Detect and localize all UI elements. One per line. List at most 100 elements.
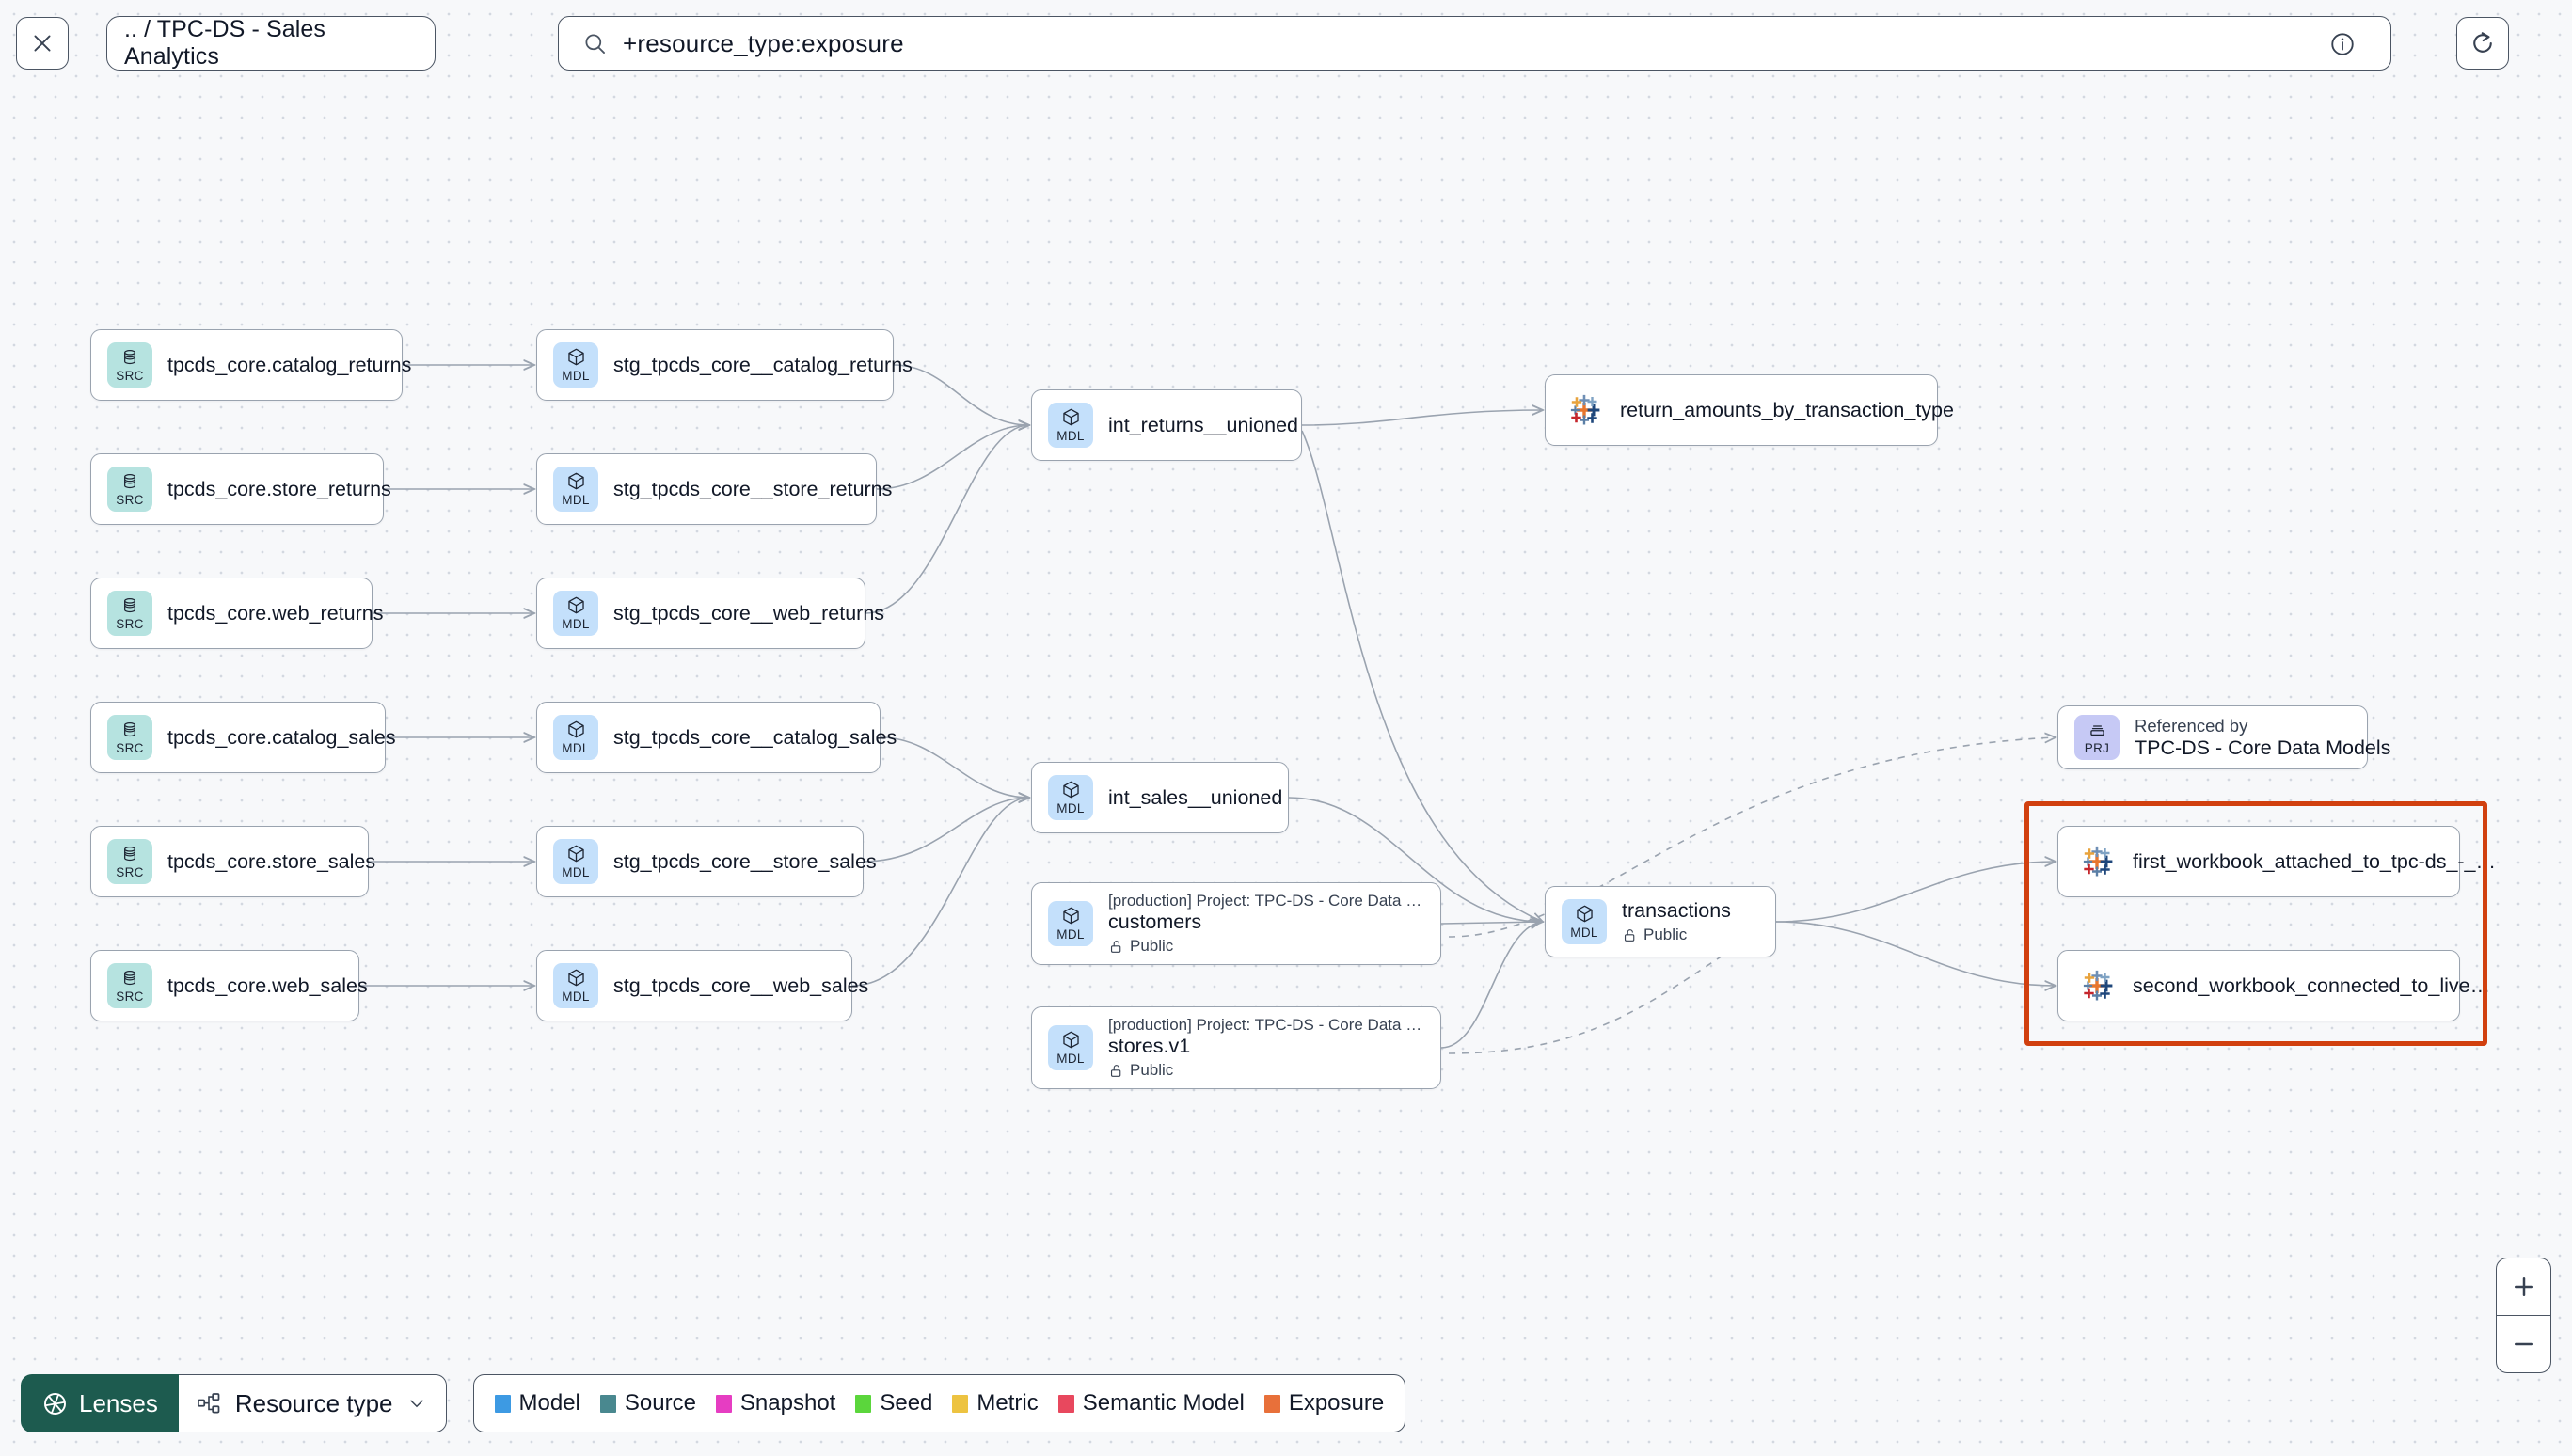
graph-node-return_amounts[interactable]: return_amounts_by_transaction_type bbox=[1545, 374, 1954, 446]
node-type-badge-mdl: MDL bbox=[1562, 899, 1607, 944]
node-labels: tpcds_core.web_sales bbox=[167, 974, 368, 998]
graph-node-stg_catalog_sales[interactable]: MDL stg_tpcds_core__catalog_sales bbox=[536, 702, 897, 773]
graph-node-stg_store_sales[interactable]: MDL stg_tpcds_core__store_sales bbox=[536, 826, 877, 897]
node-type-badge-text: MDL bbox=[562, 616, 590, 631]
node-labels: stg_tpcds_core__catalog_returns bbox=[613, 354, 913, 377]
graph-node-stg_store_returns[interactable]: MDL stg_tpcds_core__store_returns bbox=[536, 453, 893, 525]
refresh-icon bbox=[2473, 32, 2492, 53]
legend-swatch bbox=[494, 1394, 511, 1413]
legend-item-seed[interactable]: Seed bbox=[855, 1390, 932, 1416]
legend-item-model[interactable]: Model bbox=[494, 1390, 580, 1416]
node-access-label: Public bbox=[1643, 926, 1688, 943]
node-title: tpcds_core.catalog_sales bbox=[167, 725, 396, 749]
graph-node-src_catalog_returns[interactable]: SRC tpcds_core.catalog_returns bbox=[90, 329, 411, 401]
model-icon bbox=[1061, 408, 1081, 427]
legend-item-snapshot[interactable]: Snapshot bbox=[715, 1390, 835, 1416]
close-button[interactable] bbox=[16, 17, 69, 70]
node-type-badge-text: MDL bbox=[1056, 428, 1085, 443]
close-icon bbox=[34, 35, 51, 52]
node-type-badge-mdl: MDL bbox=[553, 715, 598, 760]
node-title: TPC-DS - Core Data Models bbox=[2135, 736, 2391, 759]
resource-type-dropdown[interactable]: Resource type bbox=[178, 1374, 447, 1432]
model-icon bbox=[1575, 905, 1595, 924]
graph-node-int_returns_unioned[interactable]: MDL int_returns__unioned bbox=[1031, 389, 1302, 461]
chevron-down-icon bbox=[409, 1400, 423, 1408]
graph-node-stg_web_returns[interactable]: MDL stg_tpcds_core__web_returns bbox=[536, 578, 884, 649]
graph-node-stg_catalog_returns[interactable]: MDL stg_tpcds_core__catalog_returns bbox=[536, 329, 913, 401]
node-type-badge-text: MDL bbox=[562, 368, 590, 383]
model-icon bbox=[1061, 1031, 1081, 1050]
node-title: stg_tpcds_core__store_sales bbox=[613, 849, 877, 873]
search-input[interactable]: +resource_type:exposure bbox=[623, 28, 904, 57]
source-icon bbox=[120, 472, 139, 491]
node-title: stg_tpcds_core__store_returns bbox=[613, 477, 893, 500]
graph-node-transactions[interactable]: MDL transactions Public bbox=[1545, 886, 1776, 957]
legend-item-semantic-model[interactable]: Semantic Model bbox=[1057, 1390, 1245, 1416]
legend-label: Exposure bbox=[1288, 1390, 1385, 1416]
node-type-badge-text: MDL bbox=[1056, 926, 1085, 942]
breadcrumb[interactable]: .. / TPC-DS - Sales Analytics bbox=[106, 16, 436, 71]
model-icon bbox=[1061, 907, 1081, 926]
node-type-badge-src: SRC bbox=[107, 839, 152, 884]
node-labels: tpcds_core.catalog_sales bbox=[167, 725, 396, 750]
node-type-badge-text: SRC bbox=[116, 492, 144, 507]
node-type-badge-text: SRC bbox=[116, 368, 144, 383]
info-button[interactable] bbox=[2328, 17, 2357, 71]
lenses-button[interactable]: Lenses bbox=[21, 1374, 179, 1432]
zoom-out-button[interactable] bbox=[2497, 1316, 2550, 1372]
node-labels: tpcds_core.catalog_returns bbox=[167, 354, 411, 377]
model-icon bbox=[566, 472, 586, 491]
graph-node-first_workbook[interactable]: first_workbook_attached_to_tpc-ds_-_… bbox=[2057, 826, 2496, 897]
model-icon bbox=[566, 348, 586, 367]
node-type-badge-mdl: MDL bbox=[1048, 403, 1093, 448]
graph-node-src_catalog_sales[interactable]: SRC tpcds_core.catalog_sales bbox=[90, 702, 396, 773]
zoom-in-button[interactable] bbox=[2497, 1258, 2550, 1316]
node-type-badge-text: PRJ bbox=[2084, 740, 2110, 755]
node-type-badge-mdl: MDL bbox=[1048, 775, 1093, 820]
graph-node-src_web_sales[interactable]: SRC tpcds_core.web_sales bbox=[90, 950, 368, 1021]
graph-node-stg_web_sales[interactable]: MDL stg_tpcds_core__web_sales bbox=[536, 950, 868, 1021]
tableau-exposure-icon bbox=[1570, 394, 1600, 425]
node-access-label: Public bbox=[1130, 1061, 1174, 1079]
graph-node-src_store_returns[interactable]: SRC tpcds_core.store_returns bbox=[90, 453, 391, 525]
graph-node-int_sales_unioned[interactable]: MDL int_sales__unioned bbox=[1031, 762, 1289, 833]
node-access-badge: Public bbox=[1108, 937, 1427, 956]
node-labels: int_returns__unioned bbox=[1108, 414, 1301, 437]
node-type-badge-mdl: MDL bbox=[553, 839, 598, 884]
graph-node-stores_v1[interactable]: MDL [production] Project: TPC-DS - Core … bbox=[1031, 1006, 1441, 1089]
refresh-button[interactable] bbox=[2456, 17, 2509, 70]
node-title: tpcds_core.web_returns bbox=[167, 601, 384, 625]
node-access-label: Public bbox=[1130, 937, 1174, 955]
lenses-control-group: Lenses Resource type bbox=[21, 1374, 447, 1432]
legend-item-source[interactable]: Source bbox=[599, 1390, 696, 1416]
source-icon bbox=[120, 969, 139, 988]
source-icon bbox=[120, 348, 139, 367]
node-labels: tpcds_core.store_returns bbox=[167, 478, 391, 501]
node-type-badge-text: SRC bbox=[116, 740, 144, 755]
legend-swatch bbox=[715, 1394, 732, 1413]
node-type-badge-text: MDL bbox=[1056, 800, 1085, 815]
legend-swatch bbox=[952, 1394, 969, 1413]
search-bar[interactable]: +resource_type:exposure bbox=[558, 16, 2391, 71]
tableau-exposure-icon bbox=[2083, 970, 2113, 1001]
node-type-badge-text: MDL bbox=[562, 740, 590, 755]
node-type-badge-src: SRC bbox=[107, 467, 152, 512]
bottom-toolbar: Lenses Resource type Model Source Snapsh… bbox=[21, 1374, 1406, 1432]
hierarchy-icon bbox=[197, 1393, 220, 1414]
legend-item-metric[interactable]: Metric bbox=[952, 1390, 1039, 1416]
graph-node-second_workbook[interactable]: second_workbook_connected_to_live… bbox=[2057, 950, 2490, 1021]
legend-item-exposure[interactable]: Exposure bbox=[1263, 1390, 1385, 1416]
resource-type-label: Resource type bbox=[234, 1388, 393, 1417]
resource-type-legend: Model Source Snapshot Seed Metric Semant… bbox=[472, 1374, 1406, 1432]
graph-node-src_store_sales[interactable]: SRC tpcds_core.store_sales bbox=[90, 826, 375, 897]
node-title: return_amounts_by_transaction_type bbox=[1620, 398, 1954, 421]
graph-node-customers[interactable]: MDL [production] Project: TPC-DS - Core … bbox=[1031, 882, 1441, 965]
project-icon bbox=[2088, 720, 2107, 739]
node-title: transactions bbox=[1622, 899, 1731, 922]
node-labels: stg_tpcds_core__store_sales bbox=[613, 849, 877, 874]
graph-node-src_web_returns[interactable]: SRC tpcds_core.web_returns bbox=[90, 578, 384, 649]
model-icon bbox=[566, 720, 586, 739]
node-access-badge: Public bbox=[1108, 1061, 1427, 1080]
